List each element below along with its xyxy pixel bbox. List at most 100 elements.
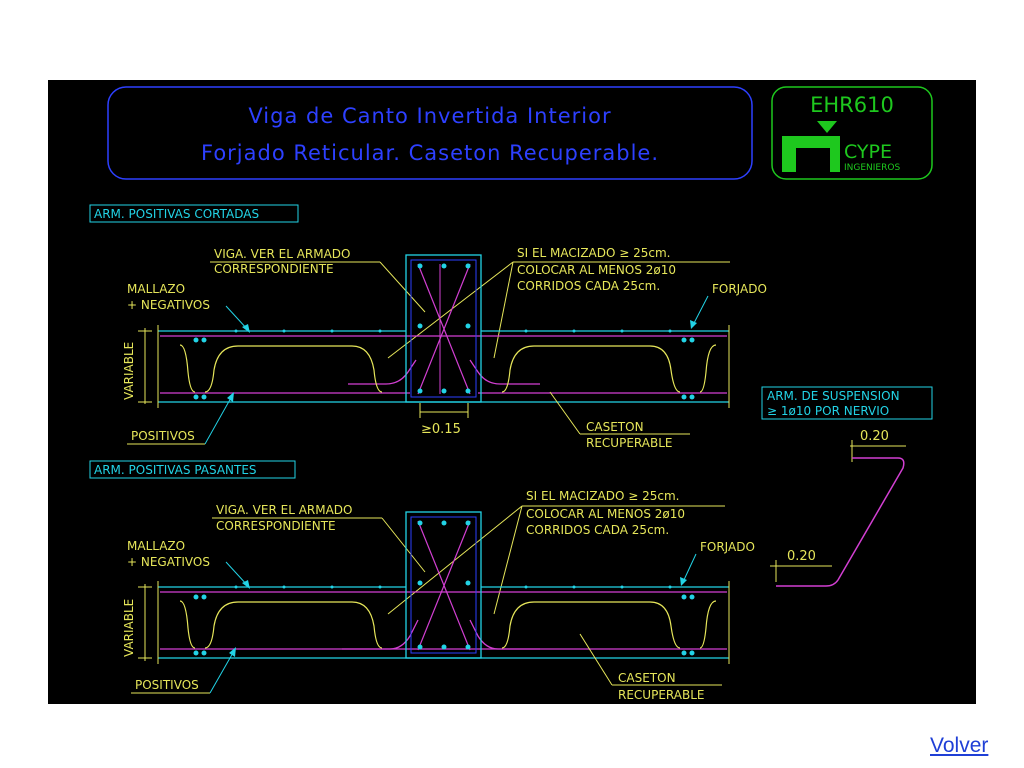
- s1-si-label-3: CORRIDOS CADA 25cm.: [517, 279, 660, 293]
- s1-forjado-label: FORJADO: [712, 282, 767, 296]
- rebar-dot: [417, 644, 423, 650]
- rebar-dot: [378, 585, 382, 589]
- rebar-dot: [524, 329, 528, 333]
- s2-si-label-1: SI EL MACIZADO ≥ 25cm.: [526, 489, 680, 503]
- rebar-dot: [417, 580, 423, 586]
- section-1: ARM. POSITIVAS CORTADAS VIGA. VER EL ARM…: [89, 204, 767, 450]
- s2-forjado-label: FORJADO: [700, 540, 755, 554]
- rebar-dot: [282, 329, 286, 333]
- s1-caseton-label-1: CASETON: [586, 420, 644, 434]
- rebar-dot: [201, 594, 207, 600]
- suspension-label-2: ≥ 1ø10 POR NERVIO: [767, 404, 889, 418]
- rebar-dot: [234, 585, 238, 589]
- s1-variable-label: VARIABLE: [122, 342, 136, 400]
- s2-si-leader-1: [387, 505, 523, 615]
- rebar-dot: [330, 585, 334, 589]
- rebar-dot: [668, 329, 672, 333]
- rebar-dot: [378, 329, 382, 333]
- section-2-header: ARM. POSITIVAS PASANTES: [94, 463, 257, 477]
- section-2: ARM. POSITIVAS PASANTES VIGA. VER EL ARM…: [89, 460, 755, 702]
- s2-si-label-2: COLOCAR AL MENOS 2ø10: [526, 507, 685, 521]
- rebar-dot: [689, 594, 695, 600]
- rebar-dot: [441, 520, 447, 526]
- rebar-dot: [201, 650, 207, 656]
- rebar-dot: [465, 580, 471, 586]
- rebar-dot: [668, 585, 672, 589]
- section-1-header-box: [89, 204, 299, 223]
- rebar-dot: [681, 650, 687, 656]
- title-line-1: Viga de Canto Invertida Interior: [248, 104, 611, 128]
- s2-positive-rebar-bend-2: [469, 619, 540, 650]
- suspension-label-box: [761, 386, 933, 420]
- cype-logo: EHR610 CYPE INGENIEROS: [771, 86, 933, 180]
- s1-caseton-mid-right: [501, 345, 681, 393]
- suspension-label-1: ARM. DE SUSPENSION: [767, 389, 900, 403]
- s1-positive-rebar-bend: [348, 359, 417, 385]
- section-1-header: ARM. POSITIVAS CORTADAS: [94, 207, 259, 221]
- s2-variable-label: VARIABLE: [122, 599, 136, 657]
- s2-positivos-leader: [209, 650, 235, 694]
- s1-positivos-leader: [204, 395, 233, 445]
- s1-beam-outline: [405, 254, 482, 403]
- rebar-dot: [193, 394, 199, 400]
- rebar-dot: [689, 394, 695, 400]
- suspension-detail: ARM. DE SUSPENSION ≥ 1ø10 POR NERVIO 0.2…: [761, 386, 933, 587]
- s2-caseton-mid-right: [501, 601, 681, 649]
- rebar-dot: [417, 263, 423, 269]
- s2-forjado-arrow-icon: [680, 577, 687, 586]
- s1-mallazo-label-1: MALLAZO: [127, 282, 185, 296]
- rebar-dot: [201, 394, 207, 400]
- s2-positive-rebar-bend: [342, 619, 419, 650]
- logo-triangle-icon: [817, 121, 837, 133]
- s1-caseton-leader: [549, 391, 581, 435]
- s2-viga-label-1: VIGA. VER EL ARMADO: [216, 503, 353, 517]
- s1-si-label-1: SI EL MACIZADO ≥ 25cm.: [517, 246, 671, 260]
- rebar-dot: [201, 337, 207, 343]
- rebar-dot: [193, 650, 199, 656]
- rebar-dot: [689, 650, 695, 656]
- s2-si-leader-2: [493, 505, 523, 615]
- rebar-dot: [465, 644, 471, 650]
- logo-code: EHR610: [810, 93, 894, 117]
- rebar-dot: [330, 329, 334, 333]
- volver-link[interactable]: Volver: [930, 734, 989, 757]
- s2-rebar-dots: [193, 520, 695, 656]
- s2-caseton-label-2: RECUPERABLE: [618, 688, 704, 702]
- s2-caseton-label-1: CASETON: [618, 671, 676, 685]
- s1-caseton-label-2: RECUPERABLE: [586, 436, 672, 450]
- s2-caseton-left: [179, 600, 196, 649]
- logo-frame: [771, 86, 933, 180]
- rebar-dot: [465, 388, 471, 394]
- s2-mallazo-label-2: + NEGATIVOS: [127, 555, 210, 569]
- rebar-dot: [681, 394, 687, 400]
- rebar-dot: [689, 337, 695, 343]
- rebar-dot: [681, 337, 687, 343]
- s1-caseton-mid-left: [204, 345, 383, 393]
- s2-beam-stirrup: [410, 516, 477, 654]
- s2-caseton-mid-left: [204, 601, 383, 649]
- s2-si-label-3: CORRIDOS CADA 25cm.: [526, 523, 669, 537]
- s1-min-width-label: ≥0.15: [421, 422, 461, 437]
- cad-drawing: Viga de Canto Invertida Interior Forjado…: [48, 80, 976, 704]
- s1-si-leader-2: [493, 261, 514, 359]
- s1-caseton-left: [179, 344, 196, 393]
- s1-beam-stirrup: [410, 259, 477, 398]
- rebar-dot: [441, 644, 447, 650]
- s1-viga-leader: [379, 261, 426, 313]
- rebar-dot: [417, 388, 423, 394]
- rebar-dot: [441, 263, 447, 269]
- s2-beam-diagonal-2: [417, 520, 471, 651]
- rebar-dot: [417, 520, 423, 526]
- logo-sub: INGENIEROS: [844, 163, 900, 173]
- rebar-dot: [417, 323, 423, 329]
- drawing-background: [48, 80, 976, 704]
- s1-rebar-dots: [193, 263, 695, 400]
- s1-positivos-label: POSITIVOS: [131, 429, 195, 443]
- s2-viga-label-2: CORRESPONDIENTE: [216, 519, 336, 533]
- rebar-dot: [620, 329, 624, 333]
- s2-caseton-right: [699, 600, 717, 649]
- s1-mallazo-label-2: + NEGATIVOS: [127, 298, 210, 312]
- s2-caseton-leader: [579, 633, 613, 686]
- rebar-dot: [465, 520, 471, 526]
- suspension-dim-top: 0.20: [860, 429, 889, 444]
